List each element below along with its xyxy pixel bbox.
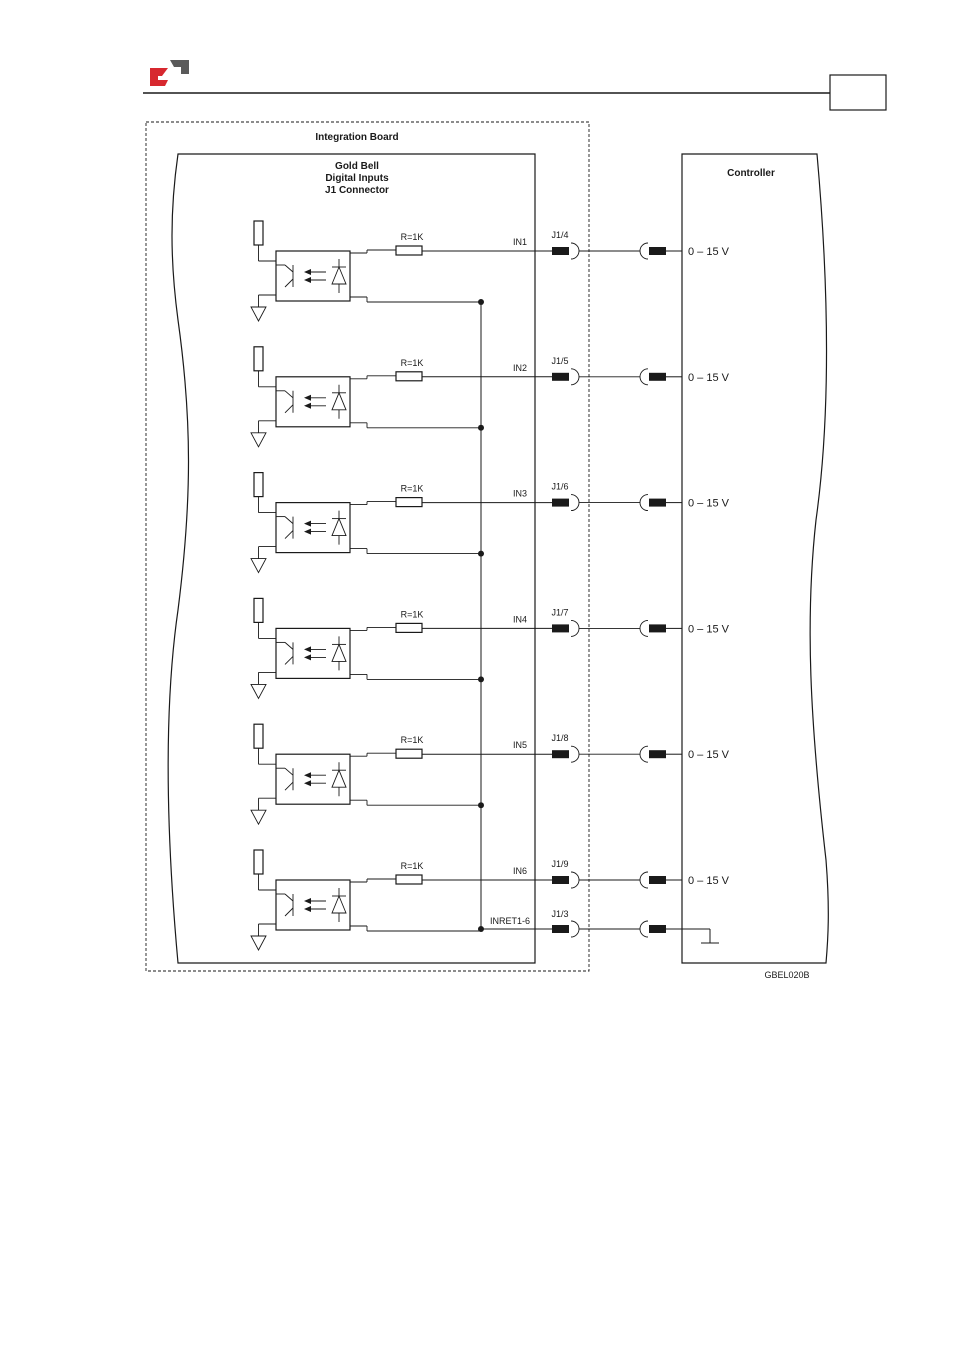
company-logo [150,60,189,86]
series-resistor [396,246,422,255]
connector-pin [649,499,666,507]
resistor-label: R=1K [401,861,424,871]
series-resistor [396,623,422,632]
connector-socket [640,243,648,259]
pullup-resistor [254,347,263,371]
connector-socket [640,746,648,762]
pin-label: J1/8 [551,733,568,743]
connector-socket [571,369,579,385]
pullup-resistor [254,850,263,874]
optocoupler [276,628,350,678]
return-signal-label: INRET1-6 [490,916,530,926]
resistor-label: R=1K [401,358,424,368]
resistor-label: R=1K [401,735,424,745]
connector-socket [640,620,648,636]
voltage-label: 0 – 15 V [688,372,730,384]
voltage-label: 0 – 15 V [688,498,730,510]
series-resistor [396,372,422,381]
connector-pin [649,624,666,632]
signal-label: IN1 [513,237,527,247]
optocoupler [276,377,350,427]
connector-socket [640,495,648,511]
pullup-resistor [254,598,263,622]
pullup-resistor [254,724,263,748]
pin-label: J1/7 [551,607,568,617]
pullup-resistor [254,221,263,245]
optocoupler [276,754,350,804]
integration-board-label: Integration Board [315,132,398,143]
connector-title-line-2: Digital Inputs [325,173,389,184]
resistor-label: R=1K [401,609,424,619]
optocoupler [276,880,350,930]
figure-code: GBEL020B [764,970,809,980]
connector-pin [552,624,569,632]
signal-label: IN3 [513,489,527,499]
connector-socket [571,872,579,888]
pin-label: J1/9 [551,859,568,869]
connector-pin [649,876,666,884]
voltage-label: 0 – 15 V [688,875,730,887]
connector-socket [571,620,579,636]
resistor-label: R=1K [401,232,424,242]
pin-label: J1/4 [551,230,568,240]
return-pin-label: J1/3 [551,909,568,919]
pullup-resistor [254,473,263,497]
connector-pin [552,247,569,255]
series-resistor [396,875,422,884]
gold-bell-board [168,154,535,963]
connector-socket [571,243,579,259]
series-resistor [396,498,422,507]
controller-block [682,154,828,963]
optocoupler [276,503,350,553]
connector-pin [552,876,569,884]
series-resistor [396,749,422,758]
connector-pin [649,247,666,255]
voltage-label: 0 – 15 V [688,623,730,635]
voltage-label: 0 – 15 V [688,749,730,761]
signal-label: IN6 [513,866,527,876]
signal-label: IN2 [513,363,527,373]
connector-pin [649,750,666,758]
signal-label: IN5 [513,740,527,750]
connector-pin [552,750,569,758]
connector-title-line-1: Gold Bell [335,161,379,172]
voltage-label: 0 – 15 V [688,246,730,258]
connector-socket [640,872,648,888]
connector-pin [649,373,666,381]
connector-pin [552,499,569,507]
connector-socket [640,369,648,385]
pin-label: J1/5 [551,356,568,366]
page-number-box [830,75,886,110]
pin-label: J1/6 [551,482,568,492]
connector-socket [571,495,579,511]
connector-title-line-3: J1 Connector [325,185,389,196]
controller-label: Controller [727,168,775,179]
resistor-label: R=1K [401,484,424,494]
optocoupler [276,251,350,301]
connector-socket [571,746,579,762]
signal-label: IN4 [513,614,527,624]
connector-pin [552,373,569,381]
